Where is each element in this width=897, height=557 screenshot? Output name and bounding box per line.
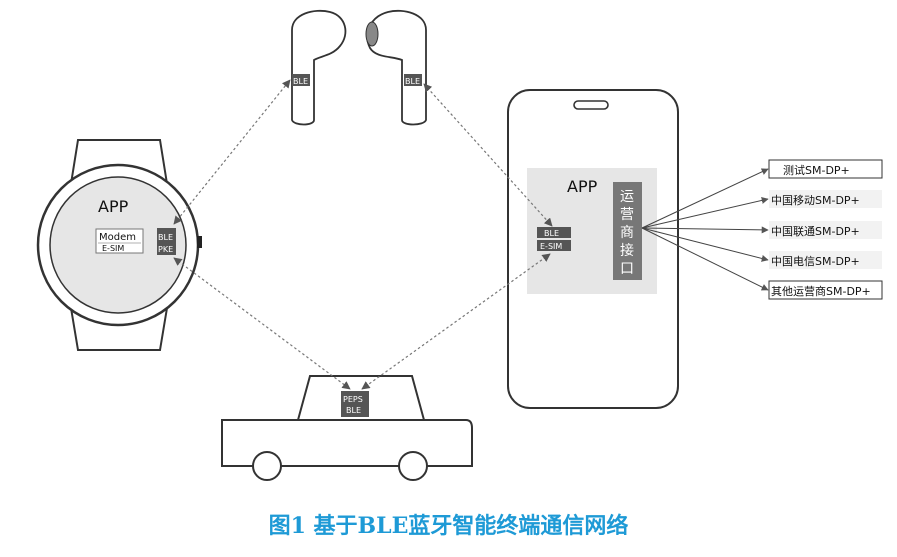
smdp-cmcc-label: 中国移动SM-DP+ [771,194,860,207]
car-ble-label: BLE [346,406,361,415]
smdp-test-label: 测试SM-DP+ [783,164,850,177]
watch-ble-label: BLE [158,233,173,242]
watch-esim-label: E-SIM [102,244,124,253]
smdp-links [641,168,769,291]
smart-watch: APP Modem E-SIM BLE PKE [36,139,202,351]
link-smdp-cu [641,226,769,234]
car: PEPS BLE [221,375,473,481]
watch-crown [197,236,202,248]
earbud-left-ble-tag [292,74,310,86]
link-smdp-cmcc [641,197,769,229]
watch-modem-label: Modem [99,232,136,243]
earbud-right-ble-tag [404,74,422,86]
phone-esim-label: E-SIM [540,242,562,251]
earbud-right-speaker [365,21,379,47]
earbud-right-ble-label: BLE [405,77,420,86]
smdp-servers: 测试SM-DP+ 中国移动SM-DP+ 中国联通SM-DP+ 中国电信SM-DP… [768,159,883,300]
phone-app-label: APP [567,177,598,196]
operator-interface-char-2: 营 [620,207,634,223]
operator-interface-char-1: 运 [620,189,634,205]
phone-esim-tag [537,240,571,251]
watch-app-label: APP [98,197,129,216]
smdp-other-label: 其他运营商SM-DP+ [771,284,871,298]
phone-speaker [573,100,609,110]
operator-interface-box [613,182,642,280]
car-wheel-front [252,451,282,481]
smdp-cu-label: 中国联通SM-DP+ [771,225,860,238]
earbud-left-ble-label: BLE [293,77,308,86]
car-peps-label: PEPS [343,395,363,404]
smdp-cmcc-box [769,190,882,208]
operator-interface-char-4: 接 [620,242,634,259]
smdp-other-box [768,280,883,300]
earbud-left [291,9,347,126]
smdp-test-box [768,159,883,179]
link-smdp-test [641,168,769,229]
operator-interface-char-5: 口 [620,261,634,277]
link-watch-left-earbud [173,79,291,225]
watch-pke-label: PKE [158,245,173,254]
phone-ble-tag [537,227,571,238]
ble-links [173,79,553,390]
smdp-cu-box [769,221,882,239]
link-phone-car [361,253,551,390]
watch-modem-box [95,228,144,254]
link-watch-car [173,257,351,390]
operator-interface-char-3: 商 [620,225,634,241]
car-wheel-rear [398,451,428,481]
smartphone: APP BLE E-SIM 运 营 商 接 口 [507,89,679,409]
link-smdp-other [641,227,769,291]
smdp-ct-label: 中国电信SM-DP+ [771,255,860,268]
phone-ble-label: BLE [544,229,559,238]
watch-ble-pke-tag [157,228,176,255]
link-right-earbud-phone [423,83,553,227]
smdp-ct-box [769,251,882,269]
figure-caption: 图1 基于BLE蓝牙智能终端通信网络 [268,513,629,539]
link-smdp-ct [641,227,769,262]
earbuds: BLE BLE [291,9,427,126]
earbud-right [366,9,427,126]
car-peps-ble-tag [341,391,369,417]
